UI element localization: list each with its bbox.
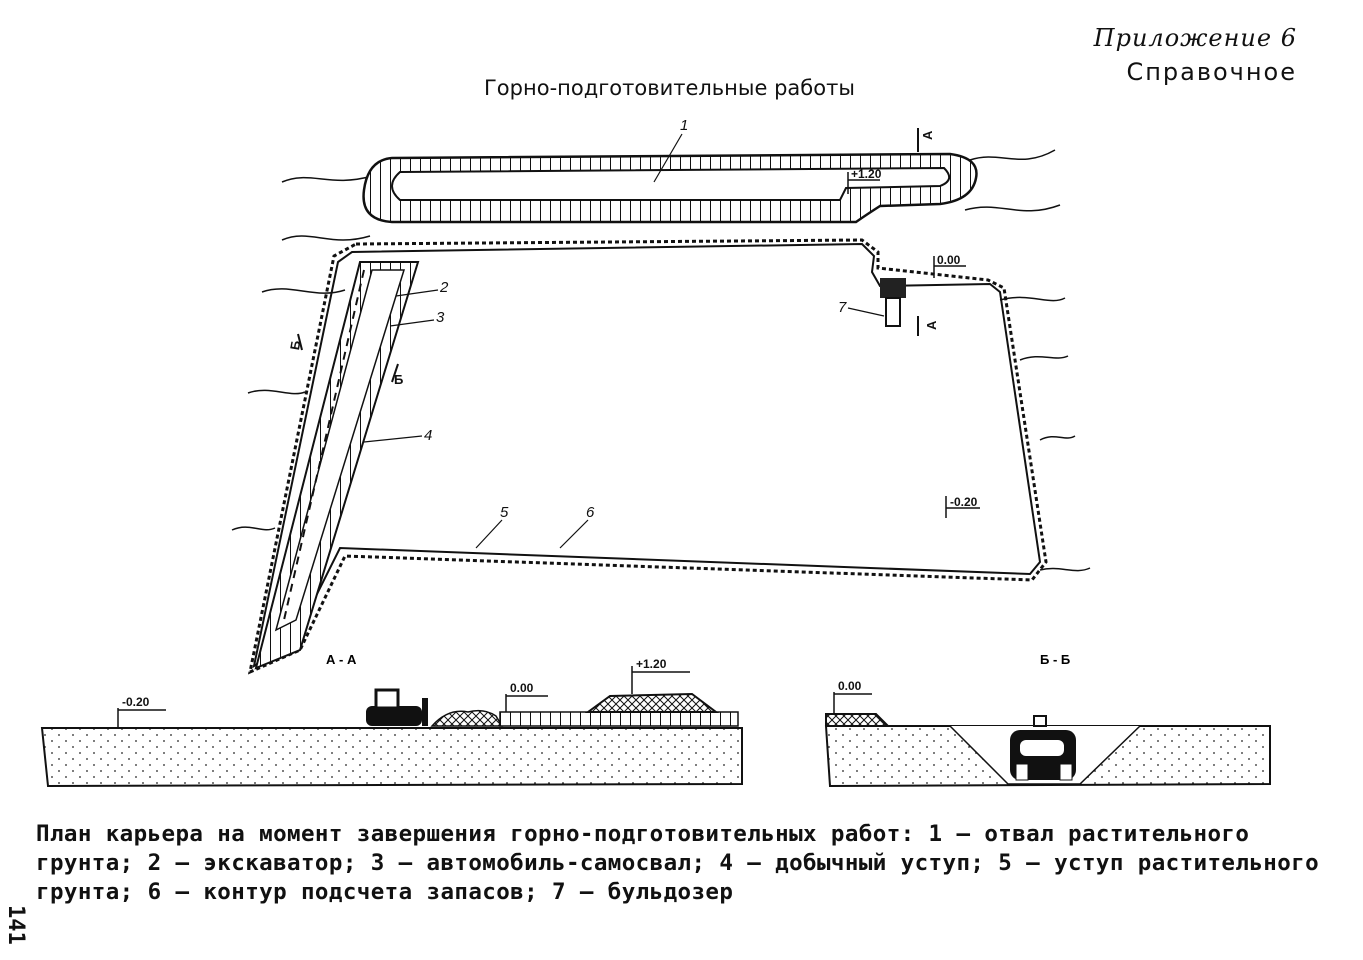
section-aa-elevation-3: +1.20	[636, 657, 667, 671]
plan-elevations: +1.20 0.00 -0.20	[847, 167, 980, 518]
callout-1: 1	[680, 117, 688, 134]
section-mark-a-top: А	[920, 130, 935, 140]
section-bb-elevation: 0.00	[838, 679, 862, 693]
callout-2: 2	[439, 279, 449, 296]
callout-4: 4	[424, 427, 432, 444]
section-aa-label: А - А	[326, 652, 357, 667]
section-bb: Б - Б 0.00	[824, 652, 1271, 788]
section-aa-elevation-1: -0.20	[122, 695, 150, 709]
page-number: 141	[3, 905, 28, 945]
topsoil-spoil-heap	[362, 152, 978, 224]
callout-5: 5	[500, 504, 509, 521]
figure-caption: План карьера на момент завершения горно-…	[36, 821, 1320, 905]
reference-label: Справочное	[1126, 58, 1297, 86]
terrain-lines	[231, 149, 1091, 572]
section-mark-a-bottom: А	[924, 320, 939, 330]
bulldozer-icon	[366, 688, 428, 726]
section-aa: А - А -0.20 0.00 +1.20	[40, 652, 743, 788]
dump-truck-icon	[1010, 715, 1076, 781]
callout-6: 6	[586, 504, 595, 521]
quarry-drawing: 1 2 3 4 5 6 7 А А Б Б +1.20 0.00 -0.20	[40, 117, 1271, 788]
page-title: Горно-подготовительные работы	[484, 76, 855, 100]
plan-elevation-zero: 0.00	[937, 253, 961, 267]
mining-bench	[254, 261, 420, 670]
plan-elevation-top: +1.20	[851, 167, 882, 181]
section-mark-b-left: Б	[287, 339, 303, 351]
appendix-label: Приложение 6	[1093, 24, 1297, 52]
callout-7: 7	[838, 299, 847, 316]
plan-elevation-bottom: -0.20	[950, 495, 978, 509]
plan-callouts: 1 2 3 4 5 6 7	[363, 117, 885, 549]
section-aa-elevation-2: 0.00	[510, 681, 534, 695]
callout-3: 3	[436, 309, 445, 326]
section-marks: А А Б Б	[287, 128, 939, 387]
section-mark-b-right: Б	[394, 372, 403, 387]
section-bb-label: Б - Б	[1040, 652, 1070, 667]
bulldozer-plan-icon	[880, 278, 906, 327]
